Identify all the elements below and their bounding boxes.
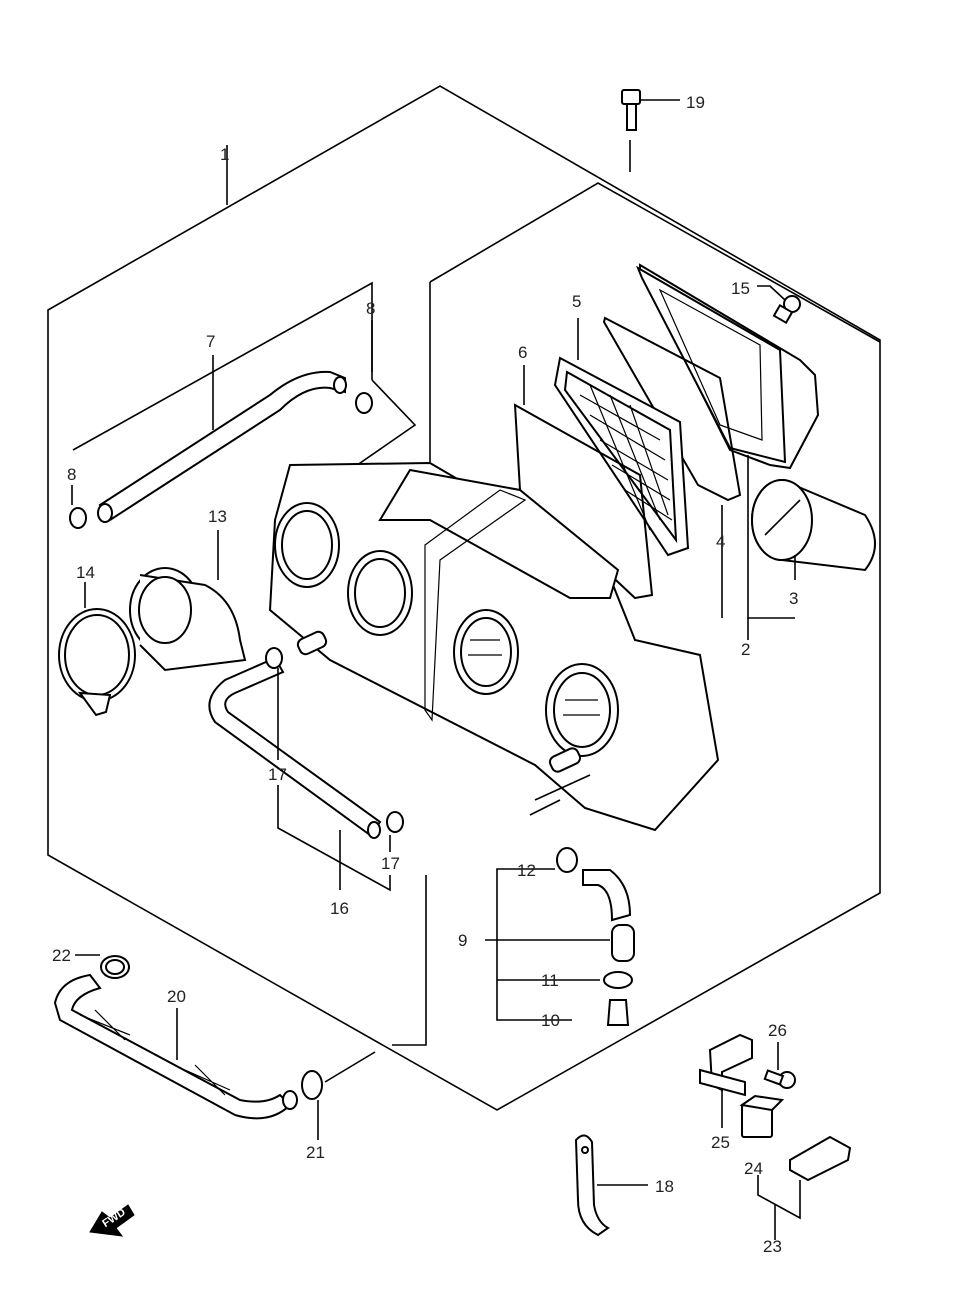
- clamp-8b: [355, 392, 373, 414]
- label-part-8b: 8: [67, 465, 76, 484]
- connector-24: [739, 1094, 785, 1138]
- intake-joint-13: [129, 567, 247, 672]
- label-part-20: 20: [167, 987, 186, 1006]
- sub-assembly-outline: [429, 182, 881, 343]
- label-part-1: 1: [220, 145, 229, 164]
- fwd-arrow-icon: FWD: [89, 1204, 135, 1237]
- label-part-4: 4: [716, 532, 725, 551]
- clamp-22: [100, 955, 130, 979]
- assembly-outline: [47, 85, 881, 1111]
- label-part-21: 21: [306, 1143, 325, 1162]
- breather-hose-7: [97, 370, 347, 523]
- label-part-15: 15: [731, 279, 750, 298]
- band-18: [574, 1134, 610, 1237]
- label-part-2: 2: [741, 640, 750, 659]
- label-part-23: 23: [763, 1237, 782, 1256]
- label-part-5: 5: [572, 292, 581, 311]
- air-cleaner-case: [268, 461, 720, 832]
- gasket-6: [513, 403, 654, 600]
- clamp-14: [58, 608, 136, 717]
- label-part-17a: 17: [268, 765, 287, 784]
- label-part-26: 26: [768, 1021, 787, 1040]
- label-part-14: 14: [76, 563, 95, 582]
- coupler-23: [789, 1135, 852, 1182]
- label-part-11: 11: [541, 971, 559, 990]
- label-part-9: 9: [458, 931, 467, 950]
- label-part-3: 3: [789, 589, 798, 608]
- clamp-21: [301, 1070, 323, 1100]
- gasket-4: [602, 316, 742, 502]
- label-part-18: 18: [655, 1177, 674, 1196]
- intake-duct-3: [751, 479, 876, 572]
- label-part-25: 25: [711, 1133, 730, 1152]
- screw-15: [757, 285, 801, 325]
- clamp-17a: [265, 647, 283, 669]
- label-part-12: 12: [517, 861, 536, 880]
- drain-plug-group: [556, 847, 635, 1026]
- hose-20: [53, 973, 298, 1120]
- label-part-6: 6: [518, 343, 527, 362]
- label-part-10: 10: [541, 1011, 560, 1030]
- label-part-17b: 17: [381, 854, 400, 873]
- air-filter-element: [553, 356, 690, 557]
- label-part-13: 13: [208, 507, 227, 526]
- clamp-17b: [386, 811, 404, 833]
- air-cleaner-cover: [635, 263, 820, 470]
- label-part-22: 22: [52, 946, 71, 965]
- drain-hose-16: [208, 656, 382, 839]
- label-part-24: 24: [744, 1159, 763, 1178]
- screw-26: [763, 1069, 796, 1089]
- label-part-8a: 8: [366, 299, 375, 318]
- bolt-19: [621, 89, 680, 172]
- bracket-25: [699, 1033, 753, 1097]
- label-part-16: 16: [330, 899, 349, 918]
- clamp-8a: [69, 507, 87, 529]
- label-part-7: 7: [206, 332, 215, 351]
- label-part-19: 19: [686, 93, 705, 112]
